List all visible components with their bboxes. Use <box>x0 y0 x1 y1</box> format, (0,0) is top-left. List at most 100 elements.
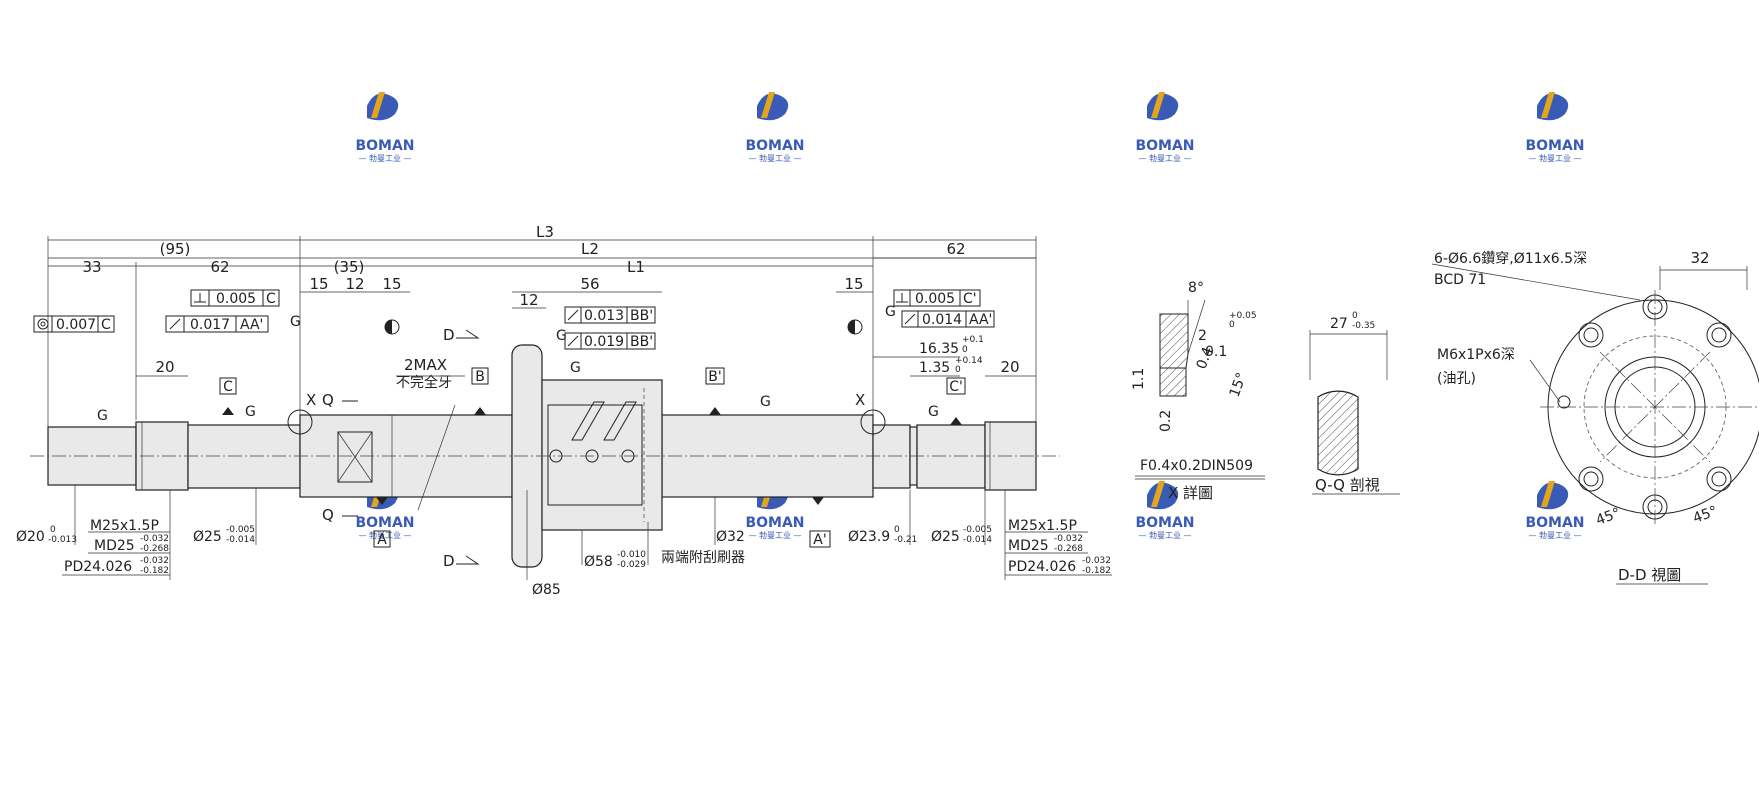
dim-15-c: 15 <box>844 275 863 293</box>
finish-G: G <box>885 304 896 320</box>
dia-25-right: Ø25 <box>931 529 960 545</box>
tol-0019: 0.019 <box>584 334 624 350</box>
label-D: D <box>443 326 455 344</box>
detail-spec: F0.4x0.2DIN509 <box>1140 458 1253 474</box>
detail-0-2: 0.2 <box>1158 410 1174 432</box>
view-d-angle-45-a: 45° <box>1594 505 1623 529</box>
dim-62-left: 62 <box>210 258 229 276</box>
dia-58-tol-lower: -0.029 <box>617 560 646 570</box>
view-d-angle-45-b: 45° <box>1691 503 1720 527</box>
finish-G: G <box>245 404 256 420</box>
finish-G: G <box>928 404 939 420</box>
dia-25-left-tol-upper: -0.005 <box>226 525 255 535</box>
logo-subtitle: — 勃曼工业 — <box>748 530 801 540</box>
dia-20: Ø20 <box>16 529 45 545</box>
view-d-dim-32: 32 <box>1690 249 1709 267</box>
logo-name: BOMAN <box>1135 138 1194 154</box>
dim-33: 33 <box>82 258 101 276</box>
dim-1-35-tol-lower: 0 <box>955 365 961 375</box>
finish-G: G <box>290 314 301 330</box>
tol-ref-BB: BB' <box>630 308 653 324</box>
dim-12-b: 12 <box>519 291 538 309</box>
logo: BOMAN — 勃曼工业 — <box>355 92 415 163</box>
dim-20-left: 20 <box>155 358 174 376</box>
dia-25-right-tol-upper: -0.005 <box>963 525 992 535</box>
logo-subtitle: — 勃曼工业 — <box>1138 153 1191 163</box>
logo-subtitle: — 勃曼工业 — <box>358 153 411 163</box>
finish-G: G <box>570 360 581 376</box>
logo: BOMAN — 勃曼工业 — <box>1525 92 1585 163</box>
dia-20-tol-lower: -0.013 <box>48 535 77 545</box>
view-d-caption: D-D 視圖 <box>1618 566 1681 584</box>
tol-0014: 0.014 <box>922 312 962 328</box>
dim-1-35: 1.35 <box>919 360 950 376</box>
view-d: 32 6-Ø6.6鑽穿,Ø11x6.5深 BCD 71 M6x1Px6深 (油孔… <box>1431 249 1759 585</box>
tol-ref-C-prime: C' <box>963 291 977 307</box>
detail-0-1-tol-upper: +0.05 <box>1229 311 1257 321</box>
tol-ref-AA: AA' <box>240 317 263 333</box>
dim-62-right: 62 <box>946 240 965 258</box>
tol-0005: 0.005 <box>216 291 256 307</box>
datum-markers: C B B' C' A A' <box>219 367 966 548</box>
dia-23-9-tol-lower: -0.21 <box>894 535 917 545</box>
md25-right: MD25 <box>1008 538 1049 554</box>
md25-left: MD25 <box>94 538 135 554</box>
view-d-tap-note: M6x1Px6深 <box>1437 347 1515 363</box>
dim-56: 56 <box>580 275 599 293</box>
dia-23-9: Ø23.9 <box>848 529 890 545</box>
dim-12-a: 12 <box>345 275 364 293</box>
dia-25-left-tol-lower: -0.014 <box>226 535 255 545</box>
logo-name: BOMAN <box>745 138 804 154</box>
pd-left-tol-lower: -0.182 <box>140 566 169 576</box>
logo: BOMAN — 勃曼工业 — <box>1135 481 1195 540</box>
section-q-caption: Q-Q 剖視 <box>1315 476 1380 494</box>
dia-23-9-tol-upper: 0 <box>894 525 900 535</box>
dim-95: (95) <box>160 240 191 258</box>
logo-name: BOMAN <box>745 515 804 531</box>
tol-0007: 0.007 <box>56 317 96 333</box>
label-X: X <box>306 391 316 409</box>
detail-angle-8: 8° <box>1188 280 1204 296</box>
section-q-tol-lower: -0.35 <box>1352 321 1375 331</box>
tol-0017: 0.017 <box>190 317 230 333</box>
label-2max: 2MAX <box>404 356 447 374</box>
dim-L2: L2 <box>581 240 599 258</box>
md25-right-tol-upper: -0.032 <box>1054 534 1083 544</box>
dim-15-a: 15 <box>309 275 328 293</box>
pd-right: PD24.026 <box>1008 559 1076 575</box>
pd-right-tol-upper: -0.032 <box>1082 556 1111 566</box>
dia-58: Ø58 <box>584 554 613 570</box>
finish-G: G <box>97 408 108 424</box>
finish-G: G <box>760 394 771 410</box>
tol-ref-C: C <box>266 291 276 307</box>
tol-ref-AA: AA' <box>969 312 992 328</box>
pd-left: PD24.026 <box>64 559 132 575</box>
logo-subtitle: — 勃曼工业 — <box>1528 530 1581 540</box>
bolt-holes <box>1578 294 1732 520</box>
logo: BOMAN — 勃曼工业 — <box>1525 481 1585 540</box>
dia-25-left: Ø25 <box>193 529 222 545</box>
detail-x: 8° 0.1 +0.05 0 2 0.4 1.1 15° 0.2 F0.4x0.… <box>1131 280 1265 502</box>
tol-0013: 0.013 <box>584 308 624 324</box>
pd-right-tol-lower: -0.182 <box>1082 566 1111 576</box>
detail-0-1: 0.1 <box>1205 344 1227 360</box>
tolerance-frames-right: 0.005 C' 0.014 AA' <box>893 289 995 328</box>
tolerance-frames-nut: 0.013 BB' 0.019 BB' <box>564 306 656 350</box>
logo-subtitle: — 勃曼工业 — <box>748 153 801 163</box>
datum-C-prime: C' <box>949 379 963 395</box>
md25-right-tol-lower: -0.268 <box>1054 544 1083 554</box>
dim-35: (35) <box>334 258 365 276</box>
view-d-holes-note: 6-Ø6.6鑽穿,Ø11x6.5深 <box>1434 251 1587 267</box>
md25-left-tol-upper: -0.032 <box>140 534 169 544</box>
datum-A: A <box>377 532 387 548</box>
dim-L1: L1 <box>627 258 645 276</box>
logo-subtitle: — 勃曼工业 — <box>1138 530 1191 540</box>
pd-left-tol-upper: -0.032 <box>140 556 169 566</box>
section-q-dim: 27 <box>1330 316 1348 332</box>
label-X: X <box>855 391 865 409</box>
dia-25-right-tol-lower: -0.014 <box>963 535 992 545</box>
datum-A-prime: A' <box>813 532 826 548</box>
dim-15-b: 15 <box>382 275 401 293</box>
label-Q: Q <box>322 506 334 524</box>
datum-B-prime: B' <box>708 369 721 385</box>
